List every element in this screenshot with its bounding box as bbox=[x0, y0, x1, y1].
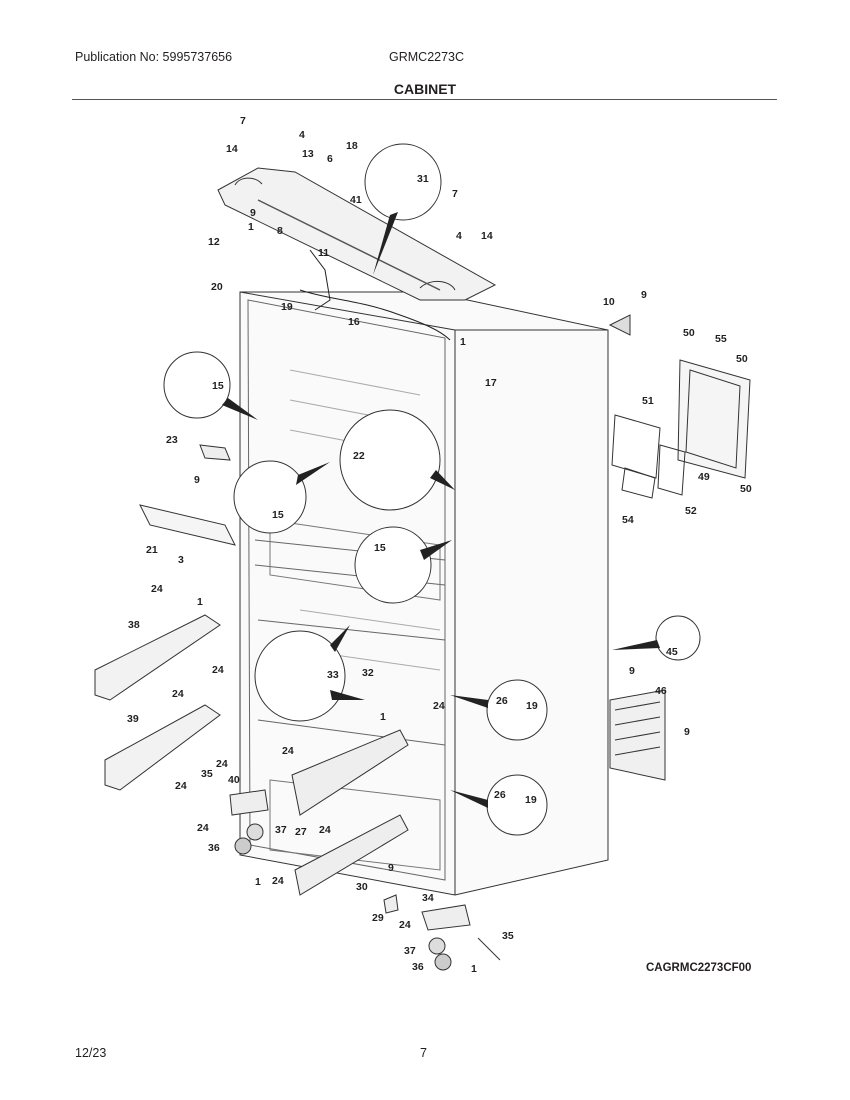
part-label: 7 bbox=[240, 115, 246, 127]
part-label: 34 bbox=[422, 892, 434, 904]
part-label: 6 bbox=[327, 153, 333, 165]
part-label: 24 bbox=[172, 688, 184, 700]
callout-pointers bbox=[222, 212, 660, 808]
bottom-hinge bbox=[383, 894, 501, 971]
part-label: 45 bbox=[666, 646, 678, 658]
part-label: 21 bbox=[146, 544, 158, 556]
part-label: 46 bbox=[655, 685, 667, 697]
model-number: GRMC2273C bbox=[389, 50, 465, 64]
part-label: 22 bbox=[353, 450, 365, 462]
callout-bubbles bbox=[163, 143, 701, 836]
part-label: 24 bbox=[197, 822, 209, 834]
part-label: 19 bbox=[525, 794, 537, 806]
part-label: 13 bbox=[302, 148, 314, 160]
part-labels: 7 4 14 13 6 18 31 7 9 8 41 4 14 12 1 11 … bbox=[127, 115, 752, 975]
part-label: 1 bbox=[197, 596, 203, 608]
part-label: 50 bbox=[740, 483, 752, 495]
part-label: 4 bbox=[299, 129, 305, 141]
part-label: 19 bbox=[526, 700, 538, 712]
part-label: 4 bbox=[456, 230, 462, 242]
left-side-parts bbox=[94, 444, 269, 855]
part-label: 19 bbox=[281, 301, 293, 313]
part-label: 9 bbox=[684, 726, 690, 738]
part-label: 3 bbox=[178, 554, 184, 566]
part-label: 50 bbox=[736, 353, 748, 365]
part-label: 24 bbox=[433, 700, 445, 712]
part-label: 24 bbox=[399, 919, 411, 931]
part-label: 26 bbox=[496, 695, 508, 707]
part-label: 1 bbox=[471, 963, 477, 975]
part-label: 51 bbox=[642, 395, 654, 407]
part-label: 9 bbox=[641, 289, 647, 301]
section-title: CABINET bbox=[393, 81, 457, 97]
part-label: 1 bbox=[380, 711, 386, 723]
part-label: 35 bbox=[502, 930, 514, 942]
part-label: 29 bbox=[372, 912, 384, 924]
part-label: 1 bbox=[248, 221, 254, 233]
part-label: 54 bbox=[622, 514, 634, 526]
cabinet-body bbox=[239, 291, 609, 896]
part-label: 55 bbox=[715, 333, 727, 345]
part-label: 24 bbox=[175, 780, 187, 792]
part-label: 1 bbox=[460, 336, 466, 348]
part-label: 24 bbox=[216, 758, 228, 770]
part-label: 31 bbox=[417, 173, 429, 185]
part-label: 39 bbox=[127, 713, 139, 725]
part-label: 36 bbox=[208, 842, 220, 854]
control-board-assembly bbox=[608, 314, 751, 499]
top-cover bbox=[217, 167, 497, 301]
part-label: 20 bbox=[211, 281, 223, 293]
part-label: 1 bbox=[255, 876, 261, 888]
part-label: 33 bbox=[327, 669, 339, 681]
part-label: 30 bbox=[356, 881, 368, 893]
part-label: 8 bbox=[277, 225, 283, 237]
part-label: 26 bbox=[494, 789, 506, 801]
part-label: 49 bbox=[698, 471, 710, 483]
part-label: 10 bbox=[603, 296, 615, 308]
part-label: 12 bbox=[208, 236, 220, 248]
toe-kick-assemblies bbox=[291, 729, 409, 896]
part-label: 40 bbox=[228, 774, 240, 786]
part-label: 9 bbox=[250, 207, 256, 219]
side-vent bbox=[609, 689, 666, 781]
part-label: 23 bbox=[166, 434, 178, 446]
part-label: 14 bbox=[481, 230, 493, 242]
part-label: 15 bbox=[212, 380, 224, 392]
part-label: 15 bbox=[374, 542, 386, 554]
publication-number: Publication No: 5995737656 bbox=[75, 50, 233, 64]
part-label: 27 bbox=[295, 826, 307, 838]
part-label: 50 bbox=[683, 327, 695, 339]
part-label: 16 bbox=[348, 316, 360, 328]
part-label: 7 bbox=[452, 188, 458, 200]
part-label: 9 bbox=[194, 474, 200, 486]
part-label: 9 bbox=[629, 665, 635, 677]
part-label: 24 bbox=[319, 824, 331, 836]
part-label: 35 bbox=[201, 768, 213, 780]
page-number: 7 bbox=[420, 1046, 427, 1060]
part-label: 18 bbox=[346, 140, 358, 152]
header-divider bbox=[72, 99, 777, 100]
part-label: 41 bbox=[350, 194, 362, 206]
part-label: 17 bbox=[485, 377, 497, 389]
part-label: 32 bbox=[362, 667, 374, 679]
part-label: 11 bbox=[318, 247, 329, 259]
figure-code: CAGRMC2273CF00 bbox=[646, 962, 752, 974]
part-label: 15 bbox=[272, 509, 284, 521]
part-label: 52 bbox=[685, 505, 697, 517]
wire-harness bbox=[299, 289, 451, 341]
part-label: 37 bbox=[404, 945, 416, 957]
part-label: 37 bbox=[275, 824, 287, 836]
part-label: 24 bbox=[212, 664, 224, 676]
part-label: 9 bbox=[388, 862, 394, 874]
part-label: 24 bbox=[151, 583, 163, 595]
footer-date: 12/23 bbox=[75, 1046, 107, 1060]
part-label: 38 bbox=[128, 619, 140, 631]
part-label: 24 bbox=[272, 875, 284, 887]
part-label: 14 bbox=[226, 143, 238, 155]
part-label: 36 bbox=[412, 961, 424, 973]
part-label: 24 bbox=[282, 745, 294, 757]
